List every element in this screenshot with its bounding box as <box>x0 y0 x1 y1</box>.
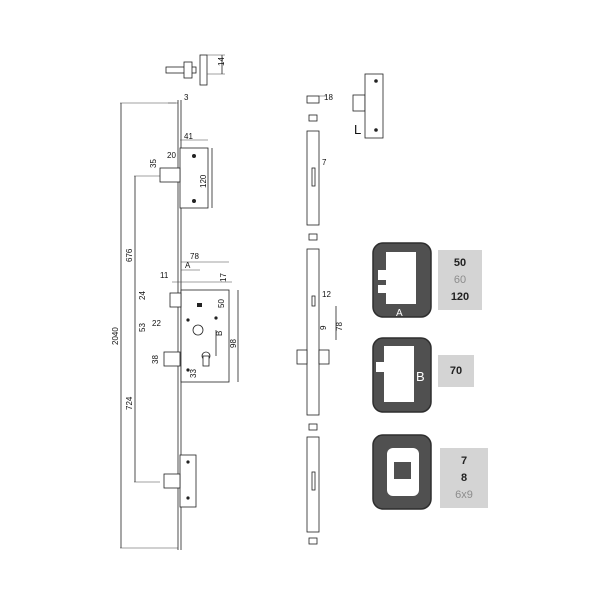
dim-35: 35 <box>149 159 158 168</box>
dim-11: 11 <box>160 271 169 280</box>
backset-option-120[interactable]: 120 <box>450 291 470 303</box>
dim-17: 17 <box>219 273 228 282</box>
dim-78-edge: 78 <box>335 322 344 331</box>
hand-label-L: L <box>354 122 361 137</box>
dim-2040: 2040 <box>111 327 120 345</box>
backset-label-A: A <box>396 308 403 319</box>
dim-78-backset: 78 <box>190 252 199 261</box>
handing-detail: L <box>352 73 384 139</box>
dim-3: 3 <box>184 93 189 102</box>
dim-38: 38 <box>151 355 160 364</box>
dim-12: 12 <box>322 290 331 299</box>
dim-53: 53 <box>138 323 147 332</box>
spindle-options-panel: 7 8 6x9 <box>440 448 488 508</box>
backset-option-50[interactable]: 50 <box>453 257 467 269</box>
dim-41: 41 <box>184 132 193 141</box>
dim-33: 33 <box>189 369 198 378</box>
dim-50: 50 <box>217 299 226 308</box>
backset-option-60[interactable]: 60 <box>453 274 467 286</box>
center-label-B: B <box>416 369 425 384</box>
dim-98: 98 <box>229 339 238 348</box>
center-options-panel: 70 <box>438 355 474 387</box>
faceplate-edge-view: 18 7 12 9 78 <box>296 93 344 545</box>
spindle-option-7[interactable]: 7 <box>460 455 468 467</box>
dim-724: 724 <box>125 396 134 410</box>
spindle-option-icon <box>372 434 432 510</box>
dim-14: 14 <box>217 57 226 66</box>
dim-18: 18 <box>324 93 333 102</box>
center-option-70[interactable]: 70 <box>449 365 463 377</box>
dim-20: 20 <box>167 151 176 160</box>
dim-120: 120 <box>199 174 208 188</box>
center-distance-option-icon: B <box>372 337 432 413</box>
spindle-option-6x9[interactable]: 6x9 <box>455 489 473 501</box>
dim-676: 676 <box>125 248 134 262</box>
dim-24: 24 <box>138 291 147 300</box>
spindle-option-8[interactable]: 8 <box>460 472 468 484</box>
backset-option-icon: A <box>372 242 432 319</box>
top-follower-detail: 14 <box>165 54 226 86</box>
dim-22: 22 <box>152 319 161 328</box>
dim-7: 7 <box>322 158 327 167</box>
dim-label-A: A <box>185 261 191 270</box>
dim-9: 9 <box>319 325 328 330</box>
dim-label-B: B <box>215 331 224 336</box>
backset-options-panel: 50 60 120 <box>438 250 482 310</box>
upper-lock-case: 41 20 35 120 <box>149 132 213 209</box>
main-lock-case: 78 A 11 17 24 50 98 B 53 22 38 33 <box>138 252 239 383</box>
lower-lock-case <box>163 454 197 508</box>
